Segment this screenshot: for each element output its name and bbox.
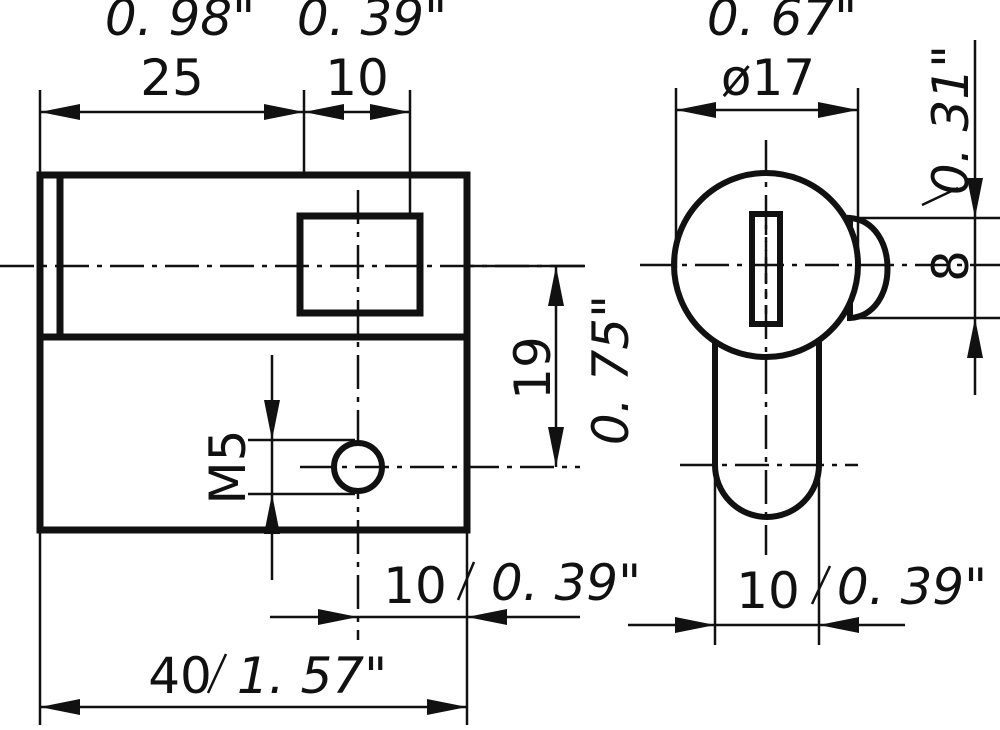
front-view <box>0 171 590 640</box>
height-19-dimension: 19 0. 75" <box>467 264 640 467</box>
arrow-40-right <box>427 699 467 715</box>
arrow-19-top <box>548 266 564 306</box>
key-window <box>296 212 424 317</box>
arrow-side-10-left <box>318 609 358 625</box>
width-8-slash <box>921 186 959 207</box>
dim-19-in: 0. 75" <box>582 295 640 445</box>
dim-25-mm: 25 <box>140 49 204 107</box>
dim-dia-mm: ø17 <box>721 49 815 107</box>
arrow-lever-left <box>675 617 715 633</box>
thread-m5-dimension: M5 <box>199 355 355 580</box>
body-outline <box>36 171 471 534</box>
dim-10-mm: 10 <box>325 49 389 107</box>
dim-40-in: 1. 57" <box>237 647 387 705</box>
arrow-8-bottom <box>967 318 983 358</box>
lever-10-slash <box>810 565 832 605</box>
arrow-dia-right <box>818 102 858 118</box>
arrow-25-left <box>40 104 80 120</box>
dim-40-mm: 40 <box>148 647 212 705</box>
dim-10-in: 0. 39" <box>297 0 447 47</box>
side-view <box>640 140 1000 555</box>
top-dimensions: 25 10 0. 98" 0. 39" <box>38 0 447 216</box>
arrow-dia-left <box>676 102 716 118</box>
lever-10-dimension: 10 0. 39" <box>628 470 987 645</box>
side-10-dimension: 10 0. 39" <box>270 554 641 625</box>
diameter-17-dimension: ø17 0. 67" <box>674 0 860 268</box>
dim-8-mm: 8 <box>922 250 980 282</box>
total-40-slash <box>206 653 228 694</box>
arrow-25-right <box>264 104 304 120</box>
dim-25-in: 0. 98" <box>105 0 255 47</box>
arrow-40-left <box>40 699 80 715</box>
arrow-m5-top <box>264 400 280 440</box>
arrow-10-right <box>370 104 410 120</box>
arrow-lever-right <box>819 617 859 633</box>
width-8-dimension: 8 0. 31" <box>855 40 1000 395</box>
arrow-side-10-right <box>467 609 507 625</box>
arrow-8-top <box>967 178 983 218</box>
dim-side-10-in: 0. 39" <box>491 554 641 612</box>
dim-8-in: 0. 31" <box>922 45 980 195</box>
dim-dia-in: 0. 67" <box>707 0 857 47</box>
arrow-19-bottom <box>548 427 564 467</box>
dim-19-mm: 19 <box>504 336 562 400</box>
dim-lever-mm: 10 <box>736 562 800 620</box>
total-40-dimension: 40 1. 57" <box>38 530 469 725</box>
dim-m5: M5 <box>199 430 257 505</box>
dim-side-10-mm: 10 <box>383 557 447 615</box>
arrow-10-left <box>304 104 344 120</box>
cam-lug <box>847 214 891 322</box>
dim-lever-in: 0. 39" <box>837 558 987 616</box>
arrow-m5-bottom <box>264 494 280 534</box>
